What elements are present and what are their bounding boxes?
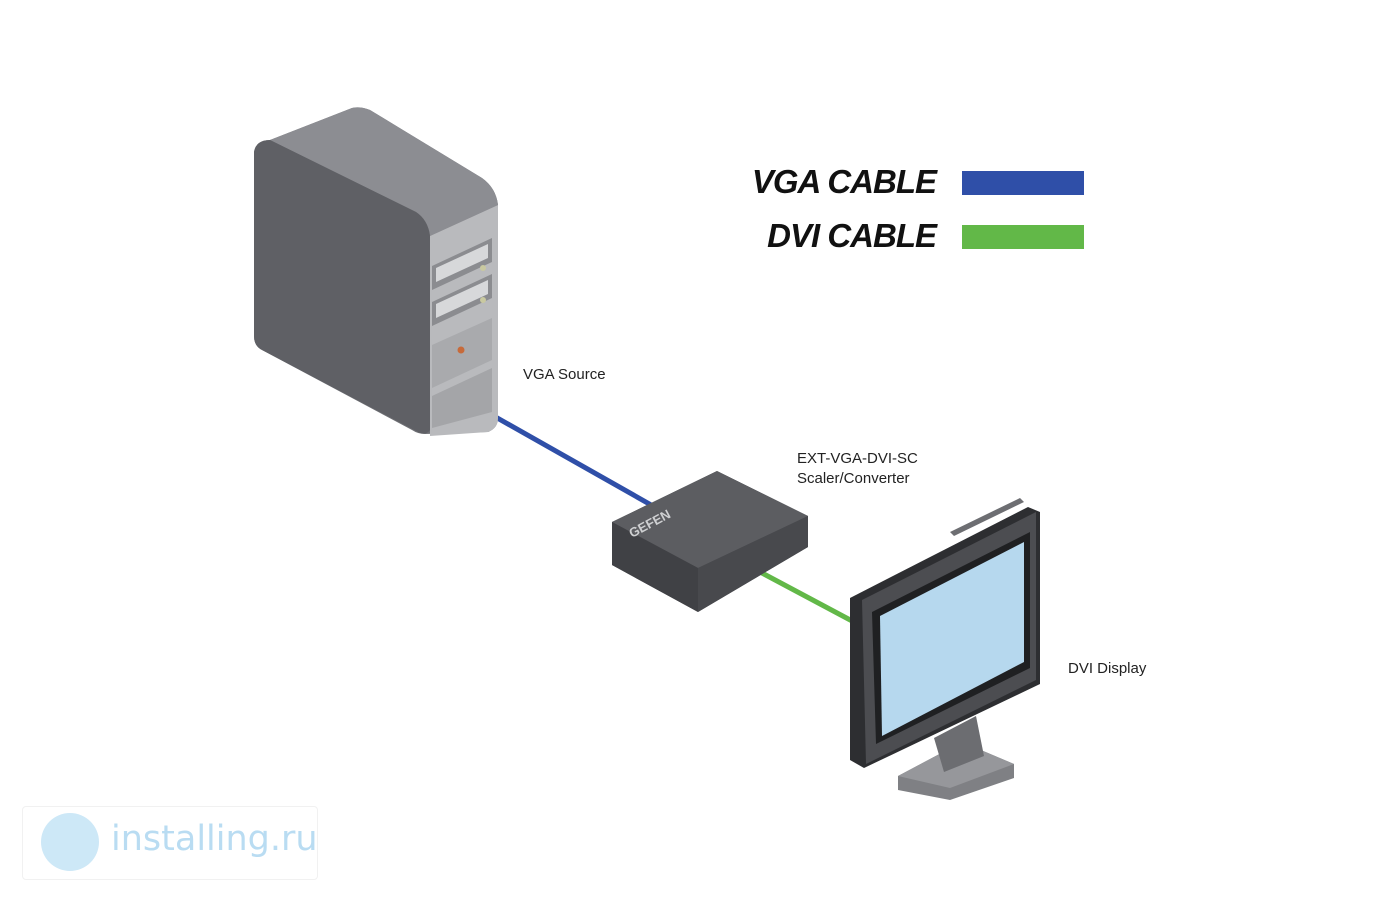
watermark-logo-icon xyxy=(41,813,99,871)
dvi-cable xyxy=(759,570,857,625)
vga-source-label: VGA Source xyxy=(523,366,606,383)
legend-vga-swatch xyxy=(962,171,1084,195)
pc-tower-icon xyxy=(254,107,498,436)
legend-dvi-label: DVI CABLE xyxy=(767,217,937,254)
watermark-text: installing.ru xyxy=(111,819,318,859)
legend-vga-label: VGA CABLE xyxy=(751,163,937,200)
dvi-monitor-icon xyxy=(850,498,1040,800)
watermark: installing.ru xyxy=(22,806,318,880)
device-type-label: Scaler/Converter xyxy=(797,470,910,487)
scaler-converter-device-icon: GEFEN xyxy=(612,471,808,612)
dvi-display-label: DVI Display xyxy=(1068,660,1147,677)
legend-dvi-swatch xyxy=(962,225,1084,249)
device-model-label: EXT-VGA-DVI-SC xyxy=(797,450,918,467)
